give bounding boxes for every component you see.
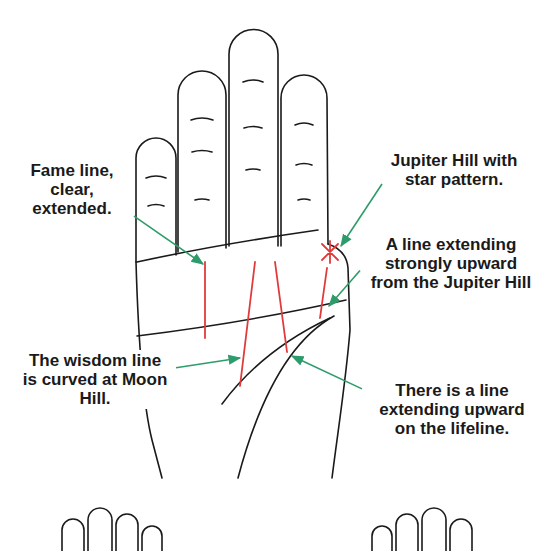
jupiter-line: [320, 268, 327, 318]
callout-label: A line extending strongly upward from th…: [364, 234, 538, 293]
partial-hand: [372, 508, 472, 551]
partial-hand: [62, 508, 162, 551]
middle-finger: [229, 29, 278, 246]
knuckle-crease: [191, 118, 213, 200]
knuckle-crease: [243, 80, 263, 170]
leader-arrow: [134, 216, 203, 264]
callout-label: The wisdom line is curved at Moon Hill.: [18, 350, 172, 409]
heart-line: [137, 230, 318, 262]
knuckle-crease: [146, 176, 166, 206]
callout-label: Fame line, clear, extended.: [14, 160, 130, 219]
head-line: [137, 300, 346, 336]
knuckle-crease: [295, 123, 313, 200]
star-mark: [322, 241, 338, 263]
leader-arrow: [292, 356, 362, 389]
little-finger: [136, 138, 176, 262]
wisdom-line: [222, 318, 330, 404]
leader-arrow: [176, 358, 240, 368]
callout-label: Jupiter Hill with star pattern.: [386, 150, 522, 190]
fame-line: [204, 262, 206, 338]
index-finger: [281, 75, 328, 246]
leader-arrow: [329, 271, 360, 306]
palm-outline: [328, 244, 350, 478]
rising-line: [275, 262, 287, 352]
callout-label: There is a line extending upward on the …: [366, 380, 538, 439]
ring-finger: [178, 71, 226, 252]
fate-line: [240, 262, 255, 386]
